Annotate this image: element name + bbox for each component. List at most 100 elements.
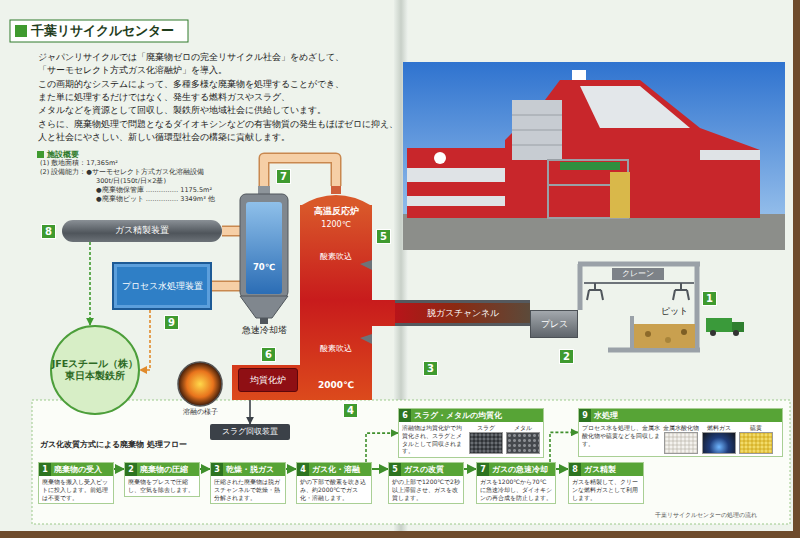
illustration-part — [732, 322, 744, 332]
flow-step: 5ガスの改質炉の上部で1200℃で2秒以上滞留させ、ガスを改質します。 — [388, 462, 464, 504]
step-title: ガスの改質 — [401, 463, 447, 476]
overview-item: ●廃棄物ピット …………… 3349m³ 他 — [96, 196, 215, 204]
connector-line — [212, 286, 240, 287]
thumbnail: メタル — [506, 424, 540, 454]
pipe-body — [212, 282, 240, 290]
step-title: ガス精製 — [581, 463, 619, 476]
flow-connector — [464, 469, 476, 470]
building-part — [695, 262, 700, 352]
flow-step: 9水処理プロセス水を処理し、金属水酸化物や硫黄などを回収します。金属水酸化物燃料… — [578, 408, 783, 457]
step-number: 5 — [389, 463, 401, 476]
step-title: ガスの急速冷却 — [489, 463, 551, 476]
step-header: 8ガス精製 — [569, 463, 643, 476]
callout-number: 7 — [277, 170, 290, 183]
step-number: 4 — [297, 463, 309, 476]
callout-number: 6 — [262, 348, 275, 361]
step-body: 炉の下部で酸素を吹き込み、約2000℃でガス化・溶融します。 — [297, 476, 371, 503]
thumbnail-image — [664, 432, 698, 454]
thumbnail-image — [702, 432, 736, 454]
degassing-channel: 脱ガスチャンネル — [395, 300, 530, 326]
pipe-connector — [264, 158, 336, 186]
building-part — [681, 329, 687, 335]
title-square — [15, 25, 27, 37]
illustration-part — [512, 100, 562, 160]
illustration-part — [407, 168, 505, 182]
overview-item: ●廃棄物保管庫 …………… 1175.5m² — [96, 187, 212, 195]
step-number: 6 — [399, 409, 411, 422]
thumbnail-image — [506, 432, 540, 454]
intro-text: メタルなどを資源として回収し、製鉄所や地域社会に供給しています。 — [38, 105, 326, 115]
flow-step: 4ガス化・溶融炉の下部で酸素を吹き込み、約2000℃でガス化・溶融します。 — [296, 462, 372, 504]
intro-text: さらに、廃棄物処理で問題となるダイオキシンなどの有害物質の発生もほぼゼロに抑え、 — [38, 119, 398, 129]
illustration-part — [710, 330, 716, 336]
flow-connector — [286, 469, 296, 470]
step-title: スラグ・メタルの均質化 — [411, 409, 505, 422]
step-description: 圧縮された廃棄物は脱ガスチャンネルで乾燥・熱分解されます。 — [214, 478, 282, 501]
flow-connector — [140, 310, 150, 370]
node-text: 均質化炉 — [250, 375, 286, 386]
node-text: 70℃ — [236, 262, 292, 272]
callout-number: 9 — [165, 316, 178, 329]
step-number: 7 — [477, 463, 489, 476]
illustration-part — [403, 62, 785, 250]
intro-text: 「サーモセレクト方式ガス化溶融炉」を導入。 — [38, 65, 227, 75]
illustration-part — [706, 318, 732, 332]
node-text: スラグ回収装置 — [222, 427, 278, 436]
node-text: ガス精製装置 — [115, 225, 169, 236]
step-body: 廃棄物をプレスで圧縮し、空気を除去します。 — [125, 476, 199, 496]
node-text: JFEスチール（株） — [52, 358, 139, 370]
step-number: 2 — [125, 463, 137, 476]
steelworks-circle: JFEスチール（株）東日本製鉄所 — [50, 325, 140, 415]
thumbnail-image — [469, 432, 503, 454]
node-text: 溶融の様子 — [170, 409, 230, 417]
step-number: 3 — [211, 463, 223, 476]
illustration-part — [560, 162, 620, 170]
high-temperature-reactor: 高温反応炉1200℃酸素吹込 — [300, 186, 372, 300]
illustration-part — [700, 150, 760, 160]
node-text: 急速冷却塔 — [230, 325, 298, 336]
flow-connector — [556, 469, 568, 470]
shape-reactor — [300, 186, 372, 300]
step-body: ガスを精製して、クリーンな燃料ガスとして利用します。 — [569, 476, 643, 503]
flow-step: 1廃棄物の受入廃棄物を搬入し受入ピットに投入します。前処理は不要です。 — [38, 462, 114, 504]
node-text: 1200℃ — [300, 220, 372, 230]
step-title: 乾燥・脱ガス — [223, 463, 277, 476]
building-part — [645, 331, 651, 337]
illustration-part — [512, 115, 562, 116]
reactor-part — [360, 260, 372, 270]
waste-pit-building: クレーンピット — [578, 262, 700, 352]
step-description: 廃棄物をプレスで圧縮し、空気を除去します。 — [128, 478, 196, 494]
flow-connector — [550, 432, 578, 462]
reactor-part — [300, 205, 372, 300]
building-photo — [403, 62, 785, 250]
flow-connector — [114, 469, 124, 470]
step-description: プロセス水を処理し、金属水酸化物や硫黄などを回収します。 — [582, 424, 660, 447]
thumbnail: 金属水酸化物 — [663, 424, 699, 454]
flow-step: 2廃棄物の圧縮廃棄物をプレスで圧縮し、空気を除去します。 — [124, 462, 200, 497]
illustration-part — [610, 172, 630, 218]
quench-tower: 70℃急速冷却塔 — [236, 186, 292, 338]
quench-part — [260, 318, 268, 324]
thumbnail-label: 金属水酸化物 — [663, 424, 699, 432]
flow-step: 6スラグ・メタルの均質化溶融物は均質化炉で均質化され、スラグとメタルとして回収さ… — [398, 408, 544, 458]
thumbnail-label: メタル — [514, 424, 532, 432]
step-description: ガスを1200℃から70℃に急速冷却し、ダイオキシンの再合成を防止します。 — [480, 478, 552, 501]
press-unit: プレス — [530, 310, 578, 338]
illustration-part — [407, 148, 505, 218]
step-number: 8 — [569, 463, 581, 476]
reactor-part — [331, 186, 341, 194]
homogenizing-furnace: 均質化炉 — [238, 368, 298, 392]
connector-line — [366, 433, 398, 462]
building-part — [578, 264, 583, 310]
furnace-part — [232, 300, 395, 400]
building-part — [673, 283, 689, 300]
step-body: ガスを1200℃から70℃に急速冷却し、ダイオキシンの再合成を防止します。 — [477, 476, 555, 503]
flow-step: 8ガス精製ガスを精製して、クリーンな燃料ガスとして利用します。 — [568, 462, 644, 504]
connector-line — [264, 158, 336, 186]
building-part — [634, 324, 695, 348]
node-text: クレーン — [612, 268, 664, 280]
node-text: プレス — [541, 319, 568, 330]
thumbnail: スラグ — [469, 424, 503, 454]
